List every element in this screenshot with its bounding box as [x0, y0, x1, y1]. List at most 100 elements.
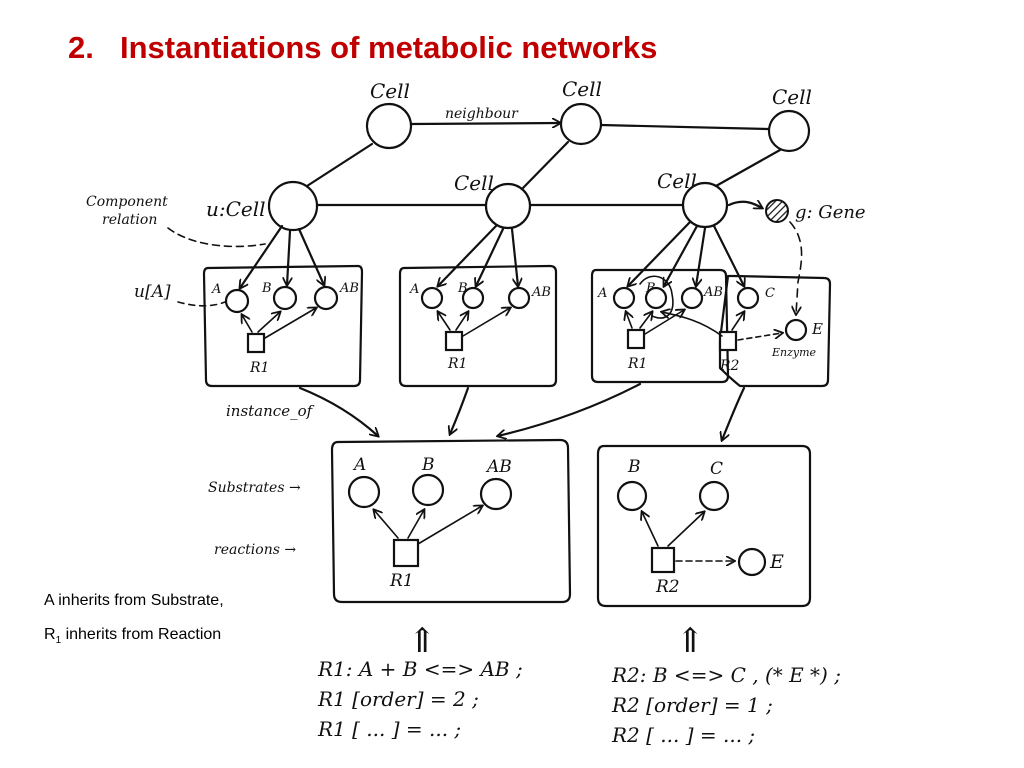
reaction-node [246, 332, 266, 354]
cell-edge [305, 142, 374, 188]
type-box-border [596, 444, 812, 608]
node-label: AB [531, 285, 551, 300]
cell-label: Cell [454, 171, 494, 195]
instance-of-arrows: instance_of [226, 382, 746, 440]
reaction-node [444, 330, 464, 352]
node-label: A [352, 455, 366, 475]
enzyme-dashed-arrow [737, 333, 782, 341]
r1-code-block: R1: A + B <=> AB ; R1 [order] = 2 ; R1 [… [317, 657, 523, 741]
node-label: C [710, 459, 723, 479]
cell-node [681, 181, 729, 229]
implies-arrow: ⇑ [408, 621, 437, 661]
code-line: R2: B <=> C , (* E *) ; [611, 663, 841, 687]
u-a-label: u[A] [134, 282, 171, 302]
reaction-label: R2 [719, 358, 740, 374]
node-label: E [769, 551, 784, 573]
cell-node [484, 182, 532, 230]
node-label: B [457, 281, 468, 296]
reaction-label: R2 [655, 577, 680, 597]
cell-node [767, 109, 811, 153]
cell-edge [714, 148, 782, 188]
component-relation-annotation: Component relation u[A] [86, 194, 266, 307]
node-label: AB [485, 457, 512, 477]
instance-box-2: A B AB R1 [398, 224, 558, 388]
cell-label: Cell [772, 85, 812, 109]
note-r-letter: R [44, 626, 56, 643]
component-relation-dashed-line [167, 227, 266, 248]
substrate-node [420, 286, 444, 310]
node-label: A [211, 282, 221, 297]
instance-box-3: A B AB C R1 R2 E Enzyme [590, 220, 832, 388]
reaction-label: R1 [389, 571, 414, 591]
reactions-label: reactions → [214, 542, 296, 558]
substrate-node [644, 286, 668, 310]
substrate-node [347, 475, 381, 509]
node-label: AB [339, 281, 359, 296]
cell-label: Cell [370, 79, 410, 103]
component-relation-label: relation [102, 212, 157, 228]
cell-node [559, 102, 603, 146]
instance-box-border [202, 264, 364, 388]
middle-cell-row: u:Cell Cell Cell [206, 140, 782, 232]
node-label: B [627, 457, 641, 477]
node-label: E [811, 320, 823, 338]
substrate-node [461, 286, 485, 310]
code-line: R1: A + B <=> AB ; [317, 657, 523, 681]
u-a-dashed-line [177, 301, 226, 307]
reaction-node [392, 538, 420, 568]
cell-label: Cell [562, 77, 602, 101]
note-substrate-inheritance: A inherits from Substrate, [44, 592, 224, 609]
gene-node [765, 199, 789, 223]
node-label: A [597, 286, 607, 301]
page-title: 2. Instantiations of metabolic networks [68, 30, 657, 66]
note-reaction-text: inherits from Reaction [61, 626, 222, 643]
substrate-node [698, 480, 730, 512]
instance-box-border [398, 264, 558, 388]
instance-box-1: A B AB R1 [202, 224, 364, 388]
type-box-r1: A B AB R1 [330, 438, 572, 604]
cell-node [365, 102, 413, 150]
component-relation-label: Component [86, 194, 168, 210]
u-cell-node [267, 180, 319, 232]
gene-arrow [727, 202, 762, 208]
type-box-r2: B C R2 E [596, 444, 812, 608]
substrate-node [411, 473, 445, 507]
node-label: AB [703, 285, 723, 300]
enzyme-label: Enzyme [771, 346, 817, 359]
instance-box-border [718, 274, 832, 388]
substrate-node [736, 286, 760, 310]
substrate-node [680, 286, 704, 310]
code-line: R2 [ ... ] = ... ; [611, 723, 755, 747]
code-line: R2 [order] = 1 ; [611, 693, 773, 717]
top-cell-row: Cell Cell Cell neighbour [365, 77, 812, 153]
neighbour-edge [599, 123, 770, 131]
substrate-node [479, 477, 513, 511]
code-line: R1 [ ... ] = ... ; [317, 717, 461, 741]
node-label: B [261, 281, 272, 296]
implies-arrow: ⇑ [676, 621, 705, 661]
cell-edge [520, 140, 570, 191]
title-text: Instantiations of metabolic networks [120, 30, 658, 65]
node-label: C [765, 286, 775, 301]
node-label: A [409, 282, 419, 297]
neighbour-arrow [410, 123, 560, 124]
node-label: B [421, 455, 435, 475]
r2-code-block: R2: B <=> C , (* E *) ; R2 [order] = 1 ;… [611, 663, 841, 747]
substrate-node [224, 288, 250, 314]
reaction-node [718, 330, 738, 352]
instance-of-label: instance_of [226, 402, 315, 420]
reaction-label: R1 [249, 360, 269, 376]
gene-label: g: Gene [795, 202, 866, 223]
reaction-label: R1 [627, 356, 647, 372]
instance-box-border [590, 268, 730, 384]
code-line: R1 [order] = 2 ; [317, 687, 479, 711]
substrate-node [507, 286, 531, 310]
title-number: 2. [68, 30, 94, 65]
type-box-border [330, 438, 572, 604]
enzyme-node [737, 547, 767, 577]
gene-to-enzyme-dashed-arrow [789, 221, 803, 314]
gene-group: g: Gene [727, 199, 866, 314]
reaction-node [650, 546, 676, 574]
substrate-node [616, 480, 648, 512]
